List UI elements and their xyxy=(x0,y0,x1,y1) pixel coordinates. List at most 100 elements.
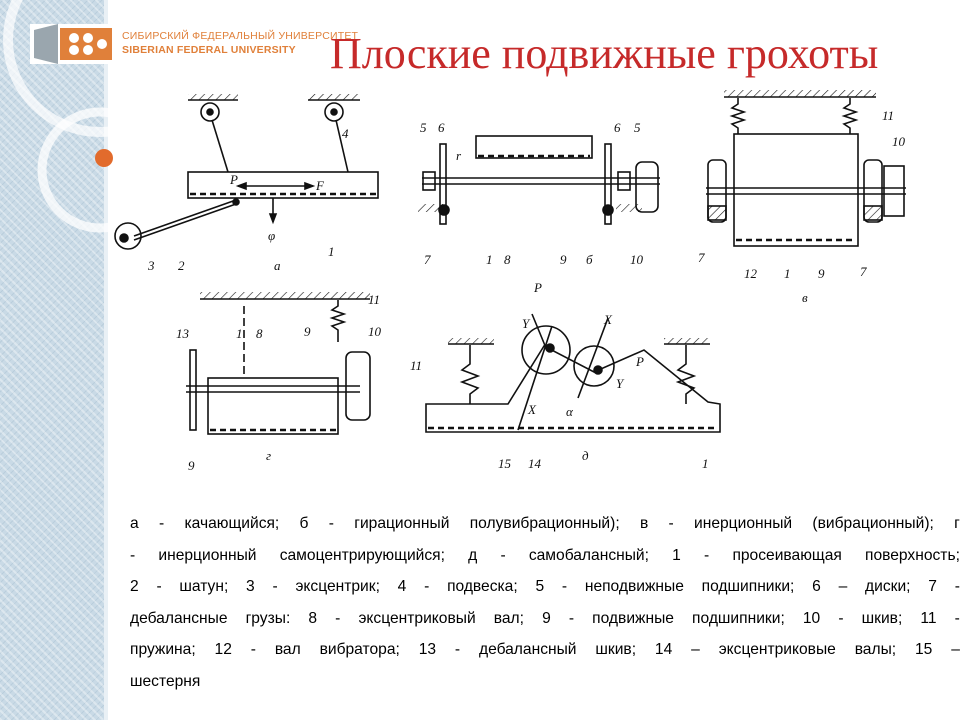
label-a-sub: а xyxy=(274,258,281,273)
caption-word: самобалансный; xyxy=(528,546,649,564)
caption-word: подвижные xyxy=(592,609,674,627)
caption-word: подвеска; xyxy=(447,578,518,595)
caption-word: г xyxy=(954,515,960,532)
caption-word: – xyxy=(691,641,700,658)
caption-word: пружина; xyxy=(130,641,196,658)
caption-word: - xyxy=(158,515,165,532)
caption-word: 6 xyxy=(812,578,821,595)
label-g-8: 8 xyxy=(256,326,263,341)
caption-word: 4 xyxy=(397,578,407,595)
caption-word: - xyxy=(454,641,461,658)
scheme-a: 4 P F φ 3 2 1 а xyxy=(114,94,379,273)
university-name-en: SIBERIAN FEDERAL UNIVERSITY xyxy=(122,44,296,56)
caption-word: самоцентрирующийся; xyxy=(279,546,445,564)
caption-word: 15 xyxy=(914,641,933,658)
caption-word: 10 xyxy=(802,609,821,627)
caption-word: б xyxy=(299,515,309,532)
caption-word: подшипники; xyxy=(701,578,795,595)
label-g-13: 13 xyxy=(176,326,190,341)
label-d-y1: Y xyxy=(522,316,531,331)
label-b-6l: 6 xyxy=(438,120,445,135)
label-d-x1: X xyxy=(603,312,613,327)
caption-word: инерционный xyxy=(158,546,257,564)
caption-word: неподвижные xyxy=(584,578,684,595)
label-d-x2: X xyxy=(527,402,537,417)
university-logo-icon xyxy=(30,24,116,64)
label-b-6r: 6 xyxy=(614,120,621,135)
caption-word: - xyxy=(130,546,136,564)
label-b-r: r xyxy=(456,148,462,163)
label-v-sub: в xyxy=(802,290,808,305)
label-g-9b: 9 xyxy=(188,458,195,473)
scheme-b: 5 6 6 5 r 7 1 8 9 б 10 xyxy=(418,120,660,267)
orange-dot-icon xyxy=(95,149,113,167)
label-b-sub: б xyxy=(586,252,593,267)
label-g-9t: 9 xyxy=(304,324,311,339)
caption-word: поверхность; xyxy=(865,546,960,564)
caption-word: вал; xyxy=(493,609,524,627)
label-v-10: 10 xyxy=(892,134,906,149)
caption-word: а xyxy=(130,515,139,532)
university-name-ru: СИБИРСКИЙ ФЕДЕРАЛЬНЫЙ УНИВЕРСИТЕТ xyxy=(122,30,359,42)
label-d-11: 11 xyxy=(410,358,422,373)
label-b-1: 1 xyxy=(486,252,493,267)
scheme-v: 11 10 7 12 1 9 7 в xyxy=(698,90,906,305)
caption-word: эксцентриковый xyxy=(358,609,476,627)
caption-word: подшипники; xyxy=(692,609,785,627)
side-panel-edge xyxy=(104,0,108,720)
caption-word: - xyxy=(335,609,341,627)
label-v-1: 1 xyxy=(784,266,791,281)
caption-word: в xyxy=(639,515,649,532)
caption-word: шкив; xyxy=(595,641,637,658)
caption-word: 7 xyxy=(928,578,937,595)
label-d-1: 1 xyxy=(702,456,709,471)
caption-word: - xyxy=(838,609,844,627)
caption-word: – xyxy=(838,578,848,595)
scheme-g: 13 1 8 9 11 10 9 г xyxy=(176,292,382,473)
label-d-alpha: α xyxy=(566,404,574,419)
screen-schematics: 4 P F φ 3 2 1 а 5 6 6 5 xyxy=(114,90,906,473)
decorative-rings xyxy=(3,0,140,233)
caption-word: - xyxy=(250,641,256,658)
caption-word: – xyxy=(951,641,960,658)
label-a-3: 3 xyxy=(147,258,155,273)
label-v-12: 12 xyxy=(744,266,758,281)
label-b-7: 7 xyxy=(424,252,431,267)
caption-word: - xyxy=(156,578,162,595)
caption-word: 1 xyxy=(672,546,681,564)
caption-word: 8 xyxy=(308,609,318,627)
caption-word: вибратора; xyxy=(319,641,400,658)
label-d-y2: Y xyxy=(616,376,625,391)
label-b-8: 8 xyxy=(504,252,511,267)
caption-word: - xyxy=(568,609,575,627)
label-a-4: 4 xyxy=(342,126,349,141)
label-a-1: 1 xyxy=(328,244,335,259)
caption-word: - xyxy=(954,609,960,627)
label-g-sub: г xyxy=(266,448,271,463)
caption-word: - xyxy=(272,578,278,595)
caption-word: дебалансные xyxy=(130,609,228,627)
university-name: СИБИРСКИЙ ФЕДЕРАЛЬНЫЙ УНИВЕРСИТЕТ SIBERI… xyxy=(122,29,358,57)
caption-word: вал xyxy=(274,641,301,658)
caption-word: (вибрационный); xyxy=(812,515,934,532)
caption-word: просеивающая xyxy=(732,546,842,564)
caption-word: - xyxy=(668,515,674,532)
caption-word: - xyxy=(704,546,710,564)
caption-word: инерционный xyxy=(694,515,793,532)
caption-word: качающийся; xyxy=(184,515,280,532)
caption-word: шкив; xyxy=(861,609,903,627)
caption-word: полувибрационный); xyxy=(469,515,620,532)
label-d-15: 15 xyxy=(498,456,512,471)
caption-word: - xyxy=(424,578,430,595)
slide-title: Плоские подвижные грохоты xyxy=(330,29,879,78)
caption-word: шестерня xyxy=(130,672,201,690)
caption-word: 12 xyxy=(214,641,232,658)
caption-word: - xyxy=(561,578,568,595)
label-b-5l: 5 xyxy=(420,120,427,135)
caption-word: - xyxy=(500,546,506,564)
